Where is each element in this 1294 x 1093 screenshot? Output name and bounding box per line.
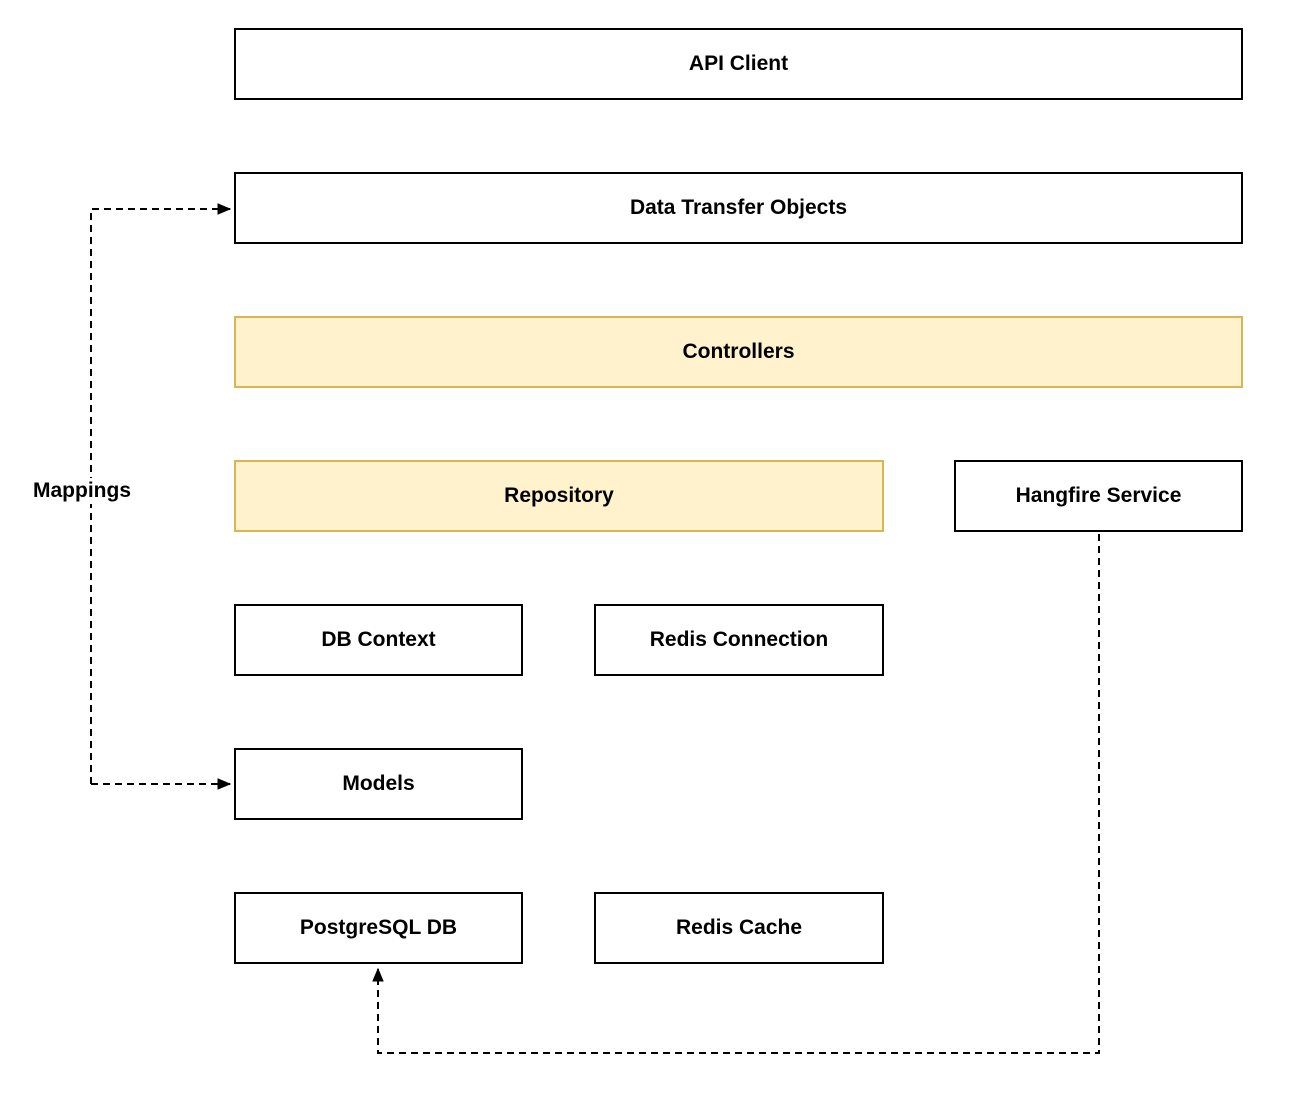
node-postgresql-db: PostgreSQL DB — [234, 892, 523, 964]
node-data-transfer-objects: Data Transfer Objects — [234, 172, 1243, 244]
mappings-edge-label: Mappings — [30, 478, 134, 504]
node-models: Models — [234, 748, 523, 820]
node-controllers: Controllers — [234, 316, 1243, 388]
node-hangfire-service: Hangfire Service — [954, 460, 1243, 532]
node-redis-connection: Redis Connection — [594, 604, 884, 676]
node-repository: Repository — [234, 460, 884, 532]
node-redis-cache: Redis Cache — [594, 892, 884, 964]
node-db-context: DB Context — [234, 604, 523, 676]
node-api-client: API Client — [234, 28, 1243, 100]
